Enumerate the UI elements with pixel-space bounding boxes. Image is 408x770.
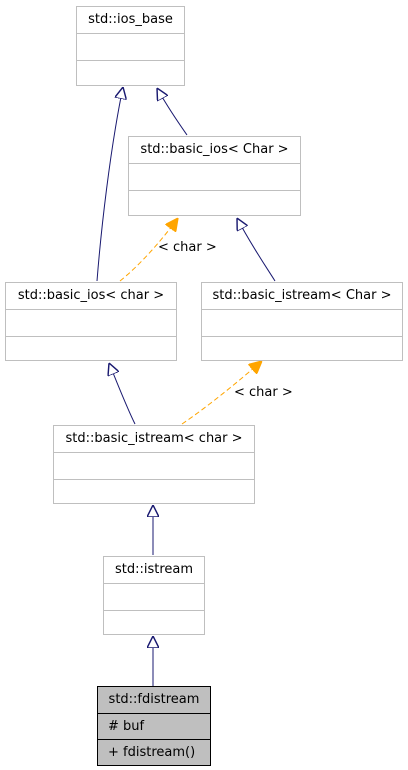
attribute-buf: # buf bbox=[98, 713, 210, 739]
template-edge-basic-istream-char-to-basic-istream-Char bbox=[181, 361, 262, 425]
class-name: std::ios_base bbox=[88, 12, 173, 27]
methods-section bbox=[104, 610, 204, 637]
class-node-basic-istream-Char[interactable]: std::basic_istream< Char > bbox=[201, 282, 403, 361]
class-name: std::basic_istream< char > bbox=[65, 431, 243, 446]
class-name: std::basic_ios< Char > bbox=[140, 142, 289, 157]
methods-section bbox=[202, 336, 402, 363]
methods-section bbox=[129, 190, 300, 217]
attributes-section bbox=[6, 309, 176, 336]
methods-section bbox=[6, 336, 176, 363]
class-node-basic-ios-char[interactable]: std::basic_ios< char > bbox=[5, 282, 177, 361]
class-name: std::istream bbox=[114, 562, 194, 577]
class-name: std::basic_istream< Char > bbox=[212, 288, 392, 303]
methods-section bbox=[77, 60, 184, 87]
template-edge-basic-ios-char-to-basic-ios-Char bbox=[119, 218, 178, 282]
attributes-section bbox=[129, 163, 300, 190]
class-node-ios-base[interactable]: std::ios_base bbox=[76, 6, 185, 86]
inherit-edge-basic-istream-Char-to-basic-ios-Char bbox=[237, 218, 276, 282]
class-name: std::fdistream bbox=[108, 692, 200, 707]
class-node-basic-istream-char[interactable]: std::basic_istream< char > bbox=[53, 425, 255, 504]
inherit-edge-basic-ios-char-to-ios-base bbox=[96, 87, 123, 282]
class-name: std::basic_ios< char > bbox=[17, 288, 165, 303]
class-node-fdistream[interactable]: std::fdistream # buf + fdistream() bbox=[97, 686, 211, 766]
edge-label-basic-istream-template-arg: < char > bbox=[234, 385, 293, 400]
inherit-edge-basic-ios-Char-to-ios-base bbox=[157, 88, 188, 136]
class-node-istream[interactable]: std::istream bbox=[103, 556, 205, 635]
attributes-section bbox=[54, 452, 254, 479]
inherit-edge-basic-istream-char-to-basic-ios-char bbox=[109, 363, 136, 425]
attributes-section bbox=[77, 33, 184, 60]
method-fdistream-constructor: + fdistream() bbox=[98, 739, 210, 765]
attributes-section bbox=[104, 583, 204, 610]
attributes-section bbox=[202, 309, 402, 336]
methods-section bbox=[54, 479, 254, 506]
edge-label-basic-ios-template-arg: < char > bbox=[158, 240, 217, 255]
class-node-basic-ios-Char[interactable]: std::basic_ios< Char > bbox=[128, 136, 301, 216]
